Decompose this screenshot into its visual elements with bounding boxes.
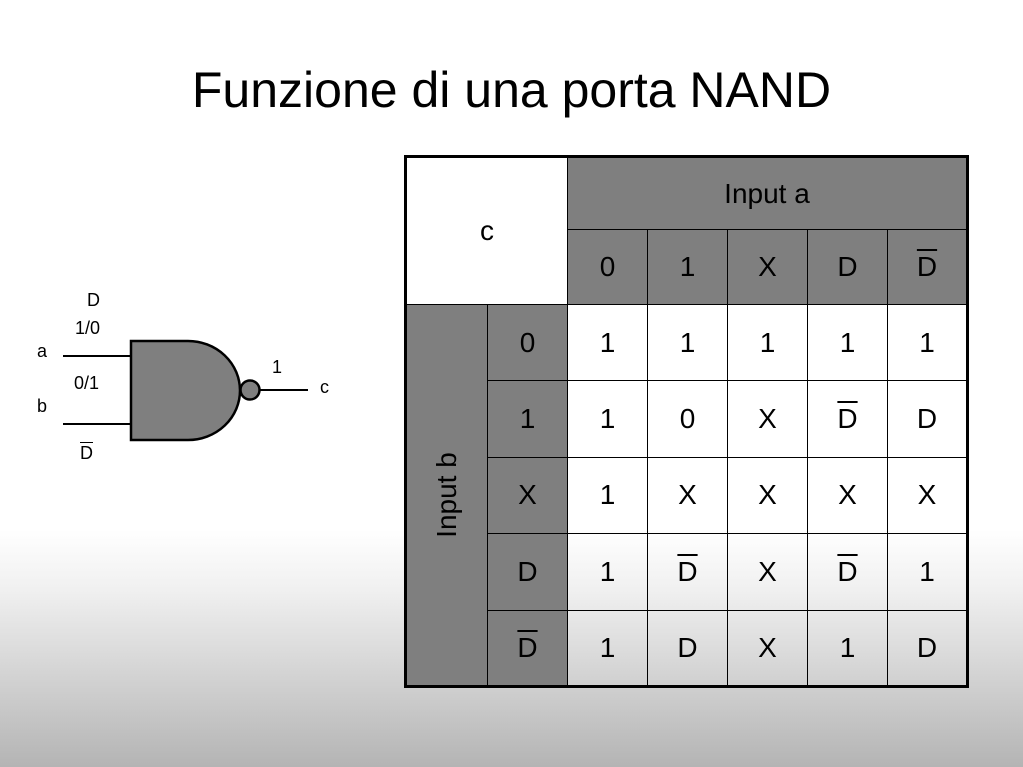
- output-cell-text: D: [837, 403, 858, 435]
- gate-input-a-label: a: [37, 341, 48, 361]
- input-b-value-text: 0: [519, 326, 536, 358]
- output-cell: 1: [727, 303, 808, 382]
- output-cell: 1: [887, 303, 968, 382]
- input-a-value-text: 1: [679, 251, 696, 282]
- gate-b-value-label: 0/1: [74, 373, 100, 393]
- output-cell: D: [887, 380, 968, 458]
- input-a-value-text: D: [837, 251, 858, 282]
- output-cell-text: D: [837, 555, 858, 587]
- input-a-value-text: 0: [599, 251, 616, 282]
- output-cell: D: [647, 533, 728, 611]
- input-b-value-text: 1: [519, 403, 536, 435]
- output-cell-text: D: [916, 631, 938, 663]
- input-b-value-text: D: [517, 555, 538, 587]
- gate-output-c-label: c: [320, 377, 329, 397]
- output-cell: 1: [567, 380, 648, 458]
- nand-gate-body: [129, 339, 242, 442]
- output-cell: 1: [647, 303, 728, 382]
- input-b-header: Input b: [405, 304, 488, 687]
- output-cell-text: 1: [919, 326, 935, 358]
- output-cell-text: X: [917, 479, 937, 511]
- output-cell-text: X: [758, 479, 777, 511]
- input-a-value-4: D: [887, 229, 968, 305]
- output-cell-text: 1: [839, 326, 856, 358]
- nand-gate-diagram: [63, 339, 308, 442]
- gate-bottom-signal-label: D: [80, 443, 93, 463]
- input-b-header-text: Input b: [431, 452, 462, 538]
- slide-title: Funzione di una porta NAND: [191, 62, 832, 118]
- input-b-value-4: D: [487, 609, 568, 688]
- output-cell: X: [727, 609, 808, 688]
- output-cell: D: [887, 609, 968, 688]
- input-a-value-3: D: [807, 229, 888, 305]
- output-cell-text: 1: [599, 479, 616, 511]
- output-cell: D: [807, 380, 888, 458]
- output-cell-text: 1: [679, 326, 696, 358]
- output-cell-text: 1: [759, 326, 776, 358]
- output-cell-text: X: [678, 479, 697, 511]
- input-b-value-0: 0: [487, 303, 568, 382]
- output-cell-text: X: [758, 403, 777, 435]
- output-cell-text: 1: [599, 326, 616, 358]
- output-cell: 1: [887, 533, 968, 611]
- output-cell: D: [647, 609, 728, 688]
- input-a-value-2: X: [727, 229, 808, 305]
- output-cell-text: 1: [599, 403, 616, 435]
- output-cell: X: [887, 456, 968, 535]
- output-cell: D: [807, 533, 888, 611]
- output-cell: X: [727, 533, 808, 611]
- output-cell-text: X: [838, 479, 857, 511]
- output-cell-text: D: [677, 555, 698, 587]
- output-cell-text: 1: [599, 555, 616, 587]
- nand-inversion-bubble: [239, 379, 261, 401]
- input-b-value-text: X: [518, 479, 537, 511]
- output-cell-text: 1: [919, 555, 935, 587]
- output-cell: X: [727, 456, 808, 535]
- output-cell: X: [727, 380, 808, 458]
- output-cell-text: D: [916, 403, 938, 435]
- input-b-value-2: X: [487, 456, 568, 535]
- input-b-value-3: D: [487, 533, 568, 611]
- gate-a-value-label: 1/0: [75, 318, 101, 338]
- input-a-value-0: 0: [567, 229, 648, 305]
- gate-input-b-label: b: [37, 396, 48, 416]
- output-cell-text: 1: [599, 631, 616, 663]
- output-cell: X: [807, 456, 888, 535]
- output-cell: 0: [647, 380, 728, 458]
- input-b-value-1: 1: [487, 380, 568, 458]
- output-cell: 1: [567, 533, 648, 611]
- table-corner-output-label: c: [405, 156, 568, 305]
- output-cell: 1: [807, 303, 888, 382]
- input-a-value-text: D: [916, 251, 938, 282]
- input-a-header: Input a: [567, 156, 968, 230]
- output-cell: 1: [807, 609, 888, 688]
- input-b-value-text: D: [517, 631, 538, 663]
- gate-output-value-label: 1: [272, 357, 283, 377]
- output-cell: X: [647, 456, 728, 535]
- output-cell-text: 1: [839, 631, 856, 663]
- output-cell-text: X: [758, 555, 777, 587]
- output-cell: 1: [567, 303, 648, 382]
- output-cell-text: 0: [679, 403, 696, 435]
- output-cell: 1: [567, 609, 648, 688]
- output-cell-text: D: [677, 631, 698, 663]
- input-a-value-text: X: [758, 251, 777, 282]
- input-a-value-1: 1: [647, 229, 728, 305]
- gate-top-signal-label: D: [87, 290, 100, 310]
- output-cell: 1: [567, 456, 648, 535]
- output-cell-text: X: [758, 631, 777, 663]
